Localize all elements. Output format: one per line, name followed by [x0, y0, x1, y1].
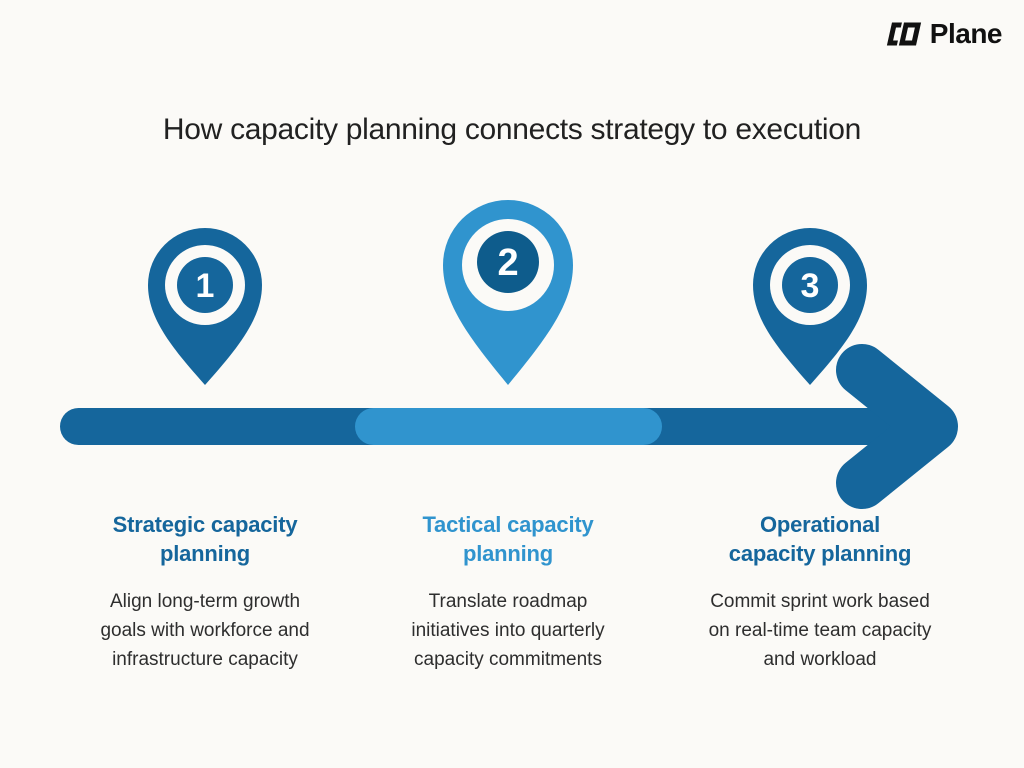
- map-pin-2-icon: 2: [443, 200, 573, 385]
- step-1-desc-line-3: infrastructure capacity: [112, 649, 298, 670]
- step-3-desc-line-2: on real-time team capacity: [708, 620, 932, 641]
- step-1-heading-line-1: Strategic capacity: [112, 512, 298, 537]
- step-2-description: Translate roadmap initiatives into quart…: [358, 587, 658, 674]
- step-1-heading-line-2: planning: [159, 541, 251, 566]
- step-3-description: Commit sprint work based on real-time te…: [670, 587, 970, 674]
- step-2-column: Tactical capacity planning Translate roa…: [358, 510, 658, 674]
- map-pin-3-icon: 3: [753, 228, 867, 385]
- step-3-desc-line-3: and workload: [763, 649, 877, 670]
- step-3-column: Operational capacity planning Commit spr…: [670, 510, 970, 674]
- step-1-description: Align long-term growth goals with workfo…: [55, 587, 355, 674]
- step-2-desc-line-3: capacity commitments: [414, 649, 602, 670]
- step-3-heading-line-2: capacity planning: [728, 541, 912, 566]
- plane-logo-icon: [886, 20, 922, 48]
- step-2-heading-line-2: planning: [462, 541, 554, 566]
- step-1-number: 1: [196, 267, 215, 305]
- step-2-number: 2: [497, 242, 518, 284]
- brand-logo: Plane: [886, 18, 1003, 49]
- step-2-desc-line-1: Translate roadmap: [428, 591, 588, 612]
- step-3-heading: Operational capacity planning: [670, 510, 970, 568]
- step-3-heading-line-1: Operational: [759, 512, 881, 537]
- timeline-highlight-segment: [355, 408, 662, 445]
- step-3-number: 3: [801, 267, 820, 305]
- step-2-desc-line-2: initiatives into quarterly: [411, 620, 605, 641]
- step-2-heading: Tactical capacity planning: [358, 510, 658, 568]
- timeline-diagram: 1 2 3: [60, 200, 958, 509]
- page-title: How capacity planning connects strategy …: [162, 113, 862, 146]
- arrow-head-icon: [836, 344, 958, 509]
- map-pin-1-icon: 1: [148, 228, 262, 385]
- step-1-desc-line-2: goals with workforce and: [100, 620, 310, 641]
- brand-name: Plane: [929, 18, 1003, 49]
- step-2-heading-line-1: Tactical capacity: [422, 512, 594, 537]
- step-1-column: Strategic capacity planning Align long-t…: [55, 510, 355, 674]
- step-1-desc-line-1: Align long-term growth: [109, 591, 301, 612]
- step-1-heading: Strategic capacity planning: [55, 510, 355, 568]
- step-3-desc-line-1: Commit sprint work based: [710, 591, 930, 612]
